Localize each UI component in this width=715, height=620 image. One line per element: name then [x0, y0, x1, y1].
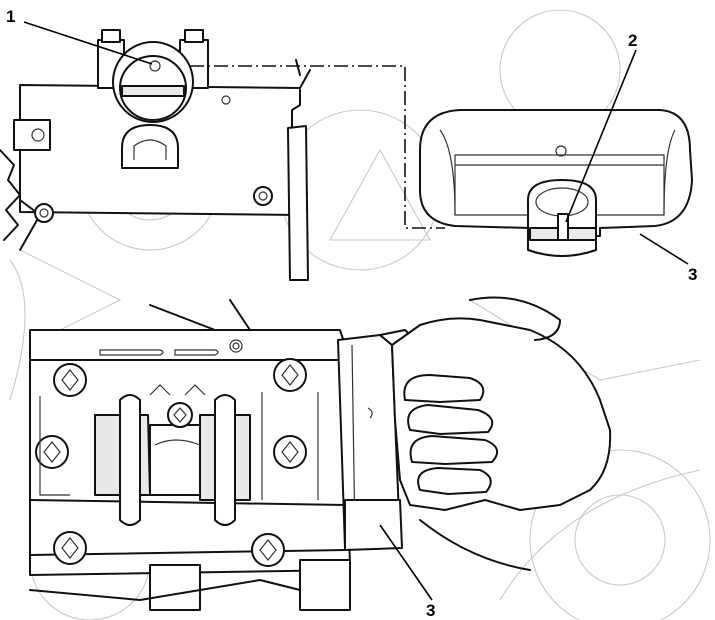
callout-3-lower: 3: [426, 601, 435, 620]
upper-engine-plate: [0, 29, 311, 281]
callout-1: 1: [6, 7, 15, 26]
hand: [391, 296, 612, 571]
lower-cylinder-head: [29, 299, 351, 611]
callout-2: 2: [628, 31, 637, 50]
bolt-heads: [35, 358, 319, 567]
leader-lines: [23, 21, 689, 601]
callout-3-upper: 3: [688, 265, 697, 284]
detail-tool-view: [419, 109, 693, 257]
detail-connector-line: [190, 65, 445, 229]
